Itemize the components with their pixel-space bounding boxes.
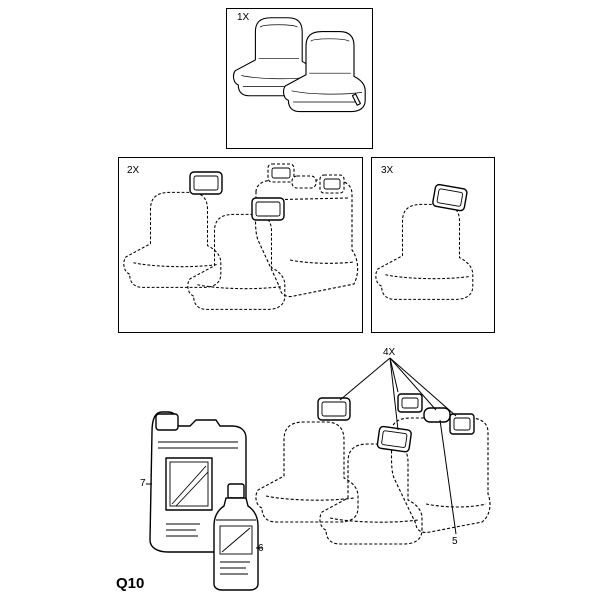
panel-2-rear-bench — [254, 179, 359, 298]
callout-5: 5 — [452, 536, 458, 547]
panel-3-headrest — [431, 183, 469, 212]
panel-1-seat-front — [282, 31, 366, 113]
callout-6: 6 — [258, 543, 264, 554]
lower-headrest-left — [317, 397, 351, 421]
lower-headrest-bench-right — [449, 413, 475, 435]
panel-2-seat-front-headrest — [251, 197, 285, 221]
lower-rear-bench — [390, 417, 491, 534]
lower-group-quantity-label: 4X — [383, 347, 396, 358]
leader-line-5 — [439, 419, 457, 535]
callout-7: 7 — [140, 478, 146, 489]
panel-2-seat-front — [187, 213, 286, 310]
panel-1-quantity-label: 1X — [237, 12, 250, 23]
lower-headrest-bench-left — [397, 393, 423, 413]
lower-headrest-bench-centre — [423, 407, 451, 423]
panel-2-bench-headrest-right — [319, 174, 345, 194]
lower-seat-front — [319, 443, 423, 545]
panel-2-bench-headrest-centre — [291, 175, 317, 189]
panel-3-quantity-label: 3X — [381, 165, 394, 176]
leader-lines-4x — [339, 357, 457, 431]
panel-2-seat-left-headrest — [189, 171, 223, 195]
cleaner-bottle — [213, 483, 259, 591]
panel-2-bench-headrest-left — [267, 163, 295, 183]
panel-2-quantity-label: 2X — [127, 165, 140, 176]
panel-3 — [371, 157, 495, 333]
panel-2-seat-left — [123, 191, 222, 288]
panel-3-seat — [375, 203, 474, 300]
lower-seat-left — [255, 421, 359, 523]
lower-headrest-front — [376, 425, 413, 453]
diagram-code: Q10 — [116, 575, 145, 592]
